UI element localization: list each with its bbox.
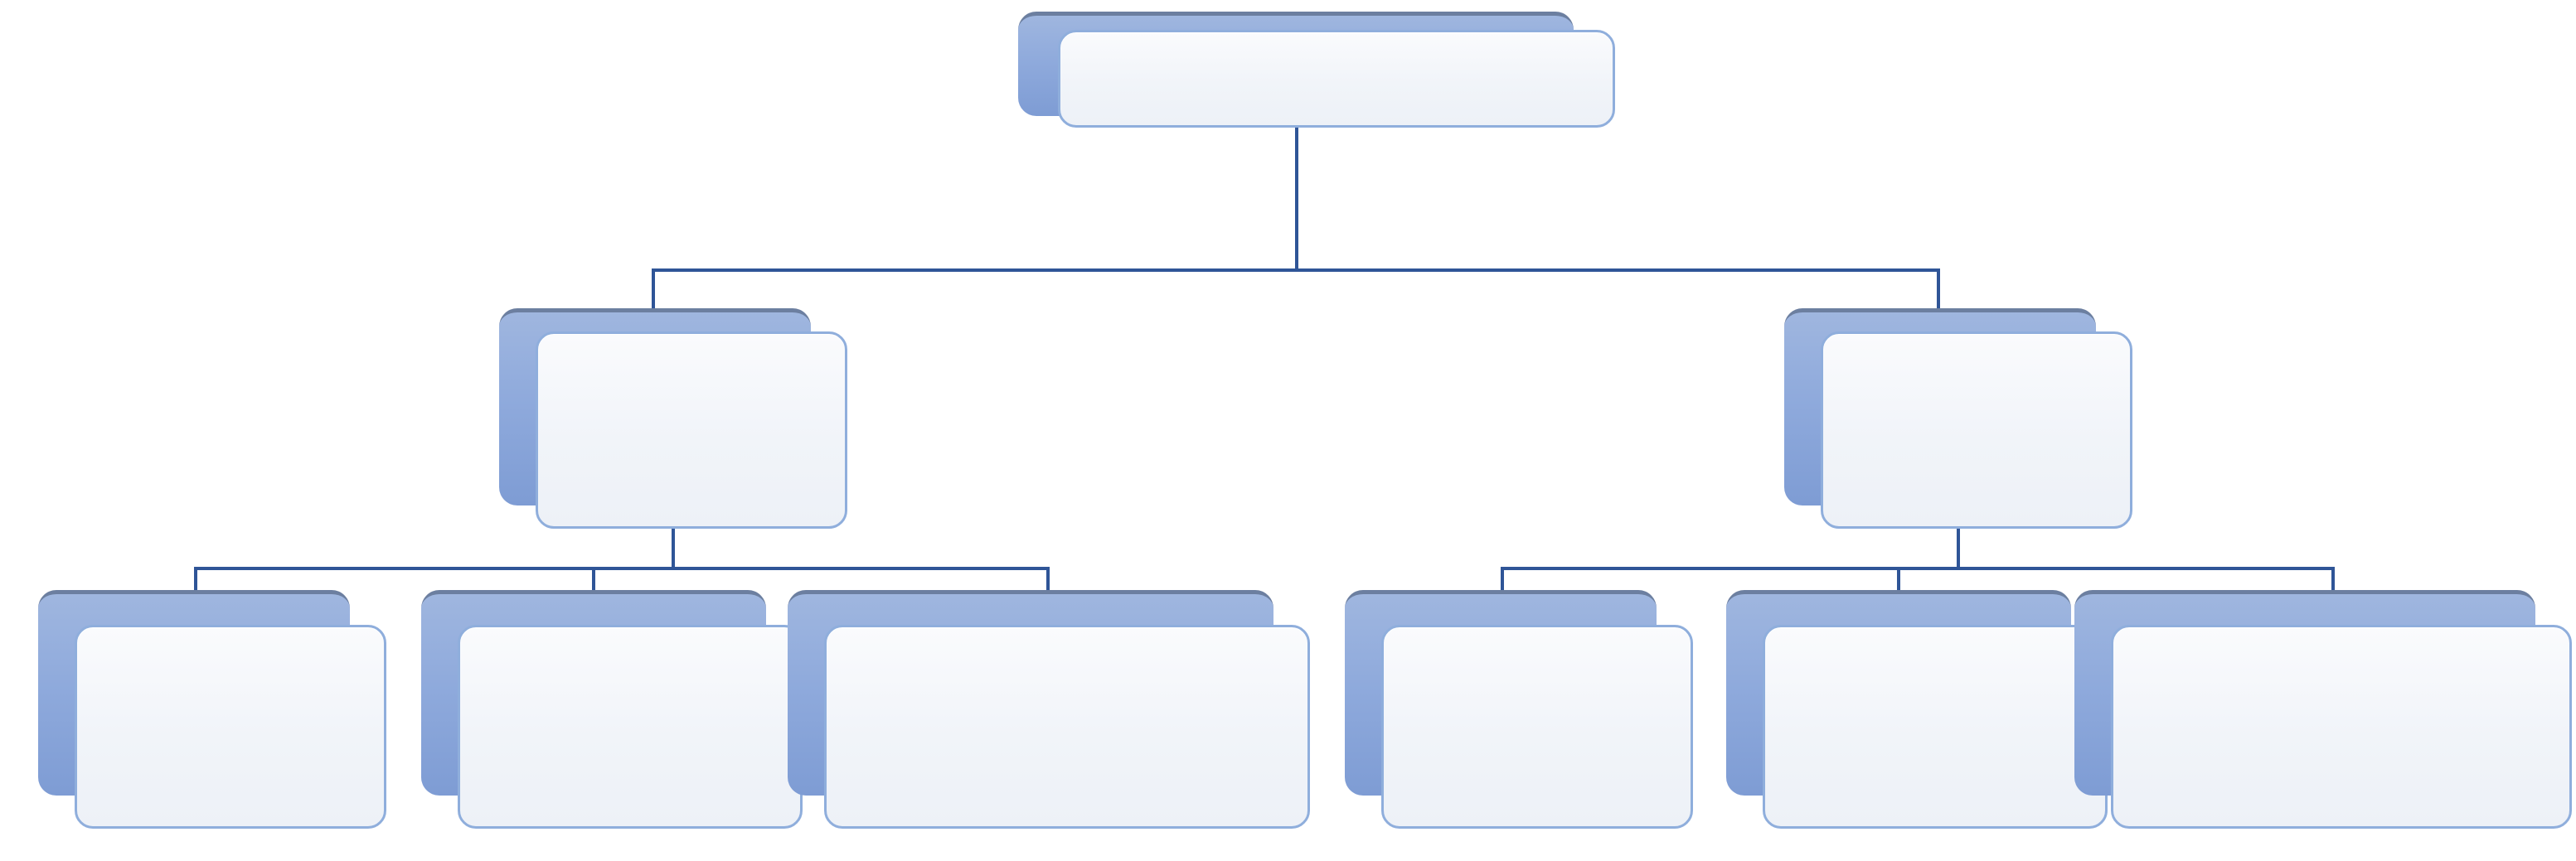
- connector-suction-bar: [194, 567, 1050, 570]
- connector-to-punch: [1937, 268, 1940, 327]
- connector-root-stem: [1295, 123, 1298, 270]
- node-face[interactable]: [2111, 625, 2572, 829]
- node-face[interactable]: [1821, 331, 2132, 529]
- node-punch[interactable]: [1784, 308, 2132, 529]
- connector-level1-bar: [652, 268, 1940, 272]
- node-face[interactable]: [824, 625, 1310, 829]
- connector-to-punch-hd: [1501, 567, 1504, 600]
- connector-to-suction-inconclusive: [1046, 567, 1050, 600]
- node-suction[interactable]: [499, 308, 847, 529]
- connector-to-punch-inconclusive: [2331, 567, 2335, 600]
- connector-suction-stem: [672, 520, 675, 570]
- node-punch-hd[interactable]: [1345, 590, 1693, 829]
- node-face[interactable]: [1763, 625, 2108, 829]
- node-face[interactable]: [458, 625, 803, 829]
- connector-to-suction: [652, 268, 655, 327]
- node-face[interactable]: [1381, 625, 1693, 829]
- node-face[interactable]: [536, 331, 847, 529]
- node-face[interactable]: [75, 625, 386, 829]
- node-non-surgical[interactable]: [1018, 12, 1615, 128]
- node-suction-hd[interactable]: [38, 590, 386, 829]
- node-suction-normal[interactable]: [421, 590, 803, 829]
- connector-punch-stem: [1957, 520, 1960, 570]
- node-suction-inconclusive[interactable]: [788, 590, 1310, 829]
- connector-to-punch-normal: [1897, 567, 1900, 600]
- node-punch-normal[interactable]: [1726, 590, 2108, 829]
- node-punch-inconclusive[interactable]: [2074, 590, 2572, 829]
- node-face[interactable]: [1058, 30, 1615, 128]
- connector-punch-bar: [1501, 567, 2335, 570]
- connector-to-suction-normal: [592, 567, 595, 600]
- connector-to-suction-hd: [194, 567, 197, 600]
